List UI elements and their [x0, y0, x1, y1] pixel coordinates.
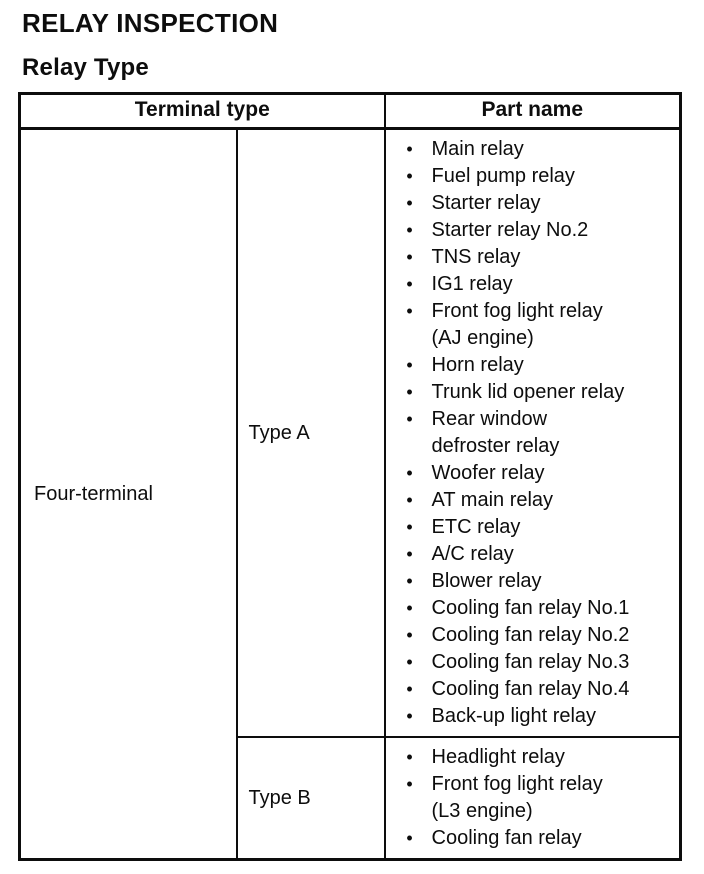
- part-item: • Front fog light relay (L3 engine): [386, 771, 678, 825]
- part-item: • Back-up light relay: [386, 703, 678, 730]
- bullet-icon: •: [406, 774, 413, 794]
- bullet-icon: •: [406, 463, 413, 483]
- part-item: • Cooling fan relay No.2: [386, 622, 678, 649]
- terminal-type-cell: Four-terminal: [18, 127, 238, 861]
- page-title: RELAY INSPECTION: [22, 8, 279, 38]
- part-name-text: IG1 relay: [431, 273, 513, 295]
- col-header-terminal-type: Terminal type: [18, 92, 386, 130]
- part-name-text: Cooling fan relay No.2: [431, 624, 630, 646]
- table-row-type-a: Four-terminal Type A • Main relay • Fuel pu…: [18, 127, 682, 861]
- part-name-text: Cooling fan relay No.3: [431, 651, 630, 673]
- bullet-icon: •: [406, 652, 413, 672]
- part-name-text: Front fog light relay (AJ engine): [431, 300, 603, 349]
- bullet-icon: •: [406, 355, 413, 375]
- part-item: • Front fog light relay (AJ engine): [386, 298, 678, 352]
- part-item: • Cooling fan relay: [386, 825, 678, 852]
- bullet-icon: •: [406, 571, 413, 591]
- part-item: • Cooling fan relay No.4: [386, 676, 678, 703]
- part-item: • AT main relay: [386, 487, 678, 514]
- bullet-icon: •: [406, 220, 413, 240]
- type-b-parts-list: • Headlight relay • Front fog light relay (…: [386, 744, 678, 852]
- type-a-cell: Type A: [235, 127, 386, 738]
- type-b-parts-cell: • Headlight relay • Front fog light relay (…: [383, 736, 682, 861]
- bullet-icon: •: [406, 139, 413, 159]
- part-name-text: Main relay: [431, 138, 524, 160]
- part-name-text: Back-up light relay: [431, 705, 597, 727]
- part-item: • Main relay: [386, 136, 678, 163]
- part-item: • Starter relay No.2: [386, 217, 678, 244]
- bullet-icon: •: [406, 274, 413, 294]
- part-item: • Woofer relay: [386, 460, 678, 487]
- part-name-text: Blower relay: [431, 570, 542, 592]
- bullet-icon: •: [406, 247, 413, 267]
- bullet-icon: •: [406, 679, 413, 699]
- part-name-text: Front fog light relay (L3 engine): [431, 773, 603, 822]
- part-item: • Headlight relay: [386, 744, 678, 771]
- bullet-icon: •: [406, 301, 413, 321]
- part-item: • A/C relay: [386, 541, 678, 568]
- relay-type-table: Terminal type Part name Four-terminal Ty…: [18, 92, 683, 861]
- part-name-text: Cooling fan relay: [431, 827, 582, 849]
- part-name-text: Fuel pump relay: [431, 165, 575, 187]
- part-name-text: Starter relay: [431, 192, 541, 214]
- part-item: • Cooling fan relay No.1: [386, 595, 678, 622]
- bullet-icon: •: [406, 706, 413, 726]
- bullet-icon: •: [406, 409, 413, 429]
- part-name-text: Headlight relay: [431, 746, 565, 768]
- part-name-text: Horn relay: [431, 354, 524, 376]
- document-page: RELAY INSPECTION Relay Type Terminal typ…: [0, 8, 704, 874]
- table-row-type-b: Type B • Headlight relay • Front fog light …: [20, 736, 682, 861]
- part-name-text: Starter relay No.2: [431, 219, 589, 241]
- bullet-icon: •: [406, 193, 413, 213]
- part-name-text: Cooling fan relay No.4: [431, 678, 630, 700]
- part-item: • ETC relay: [386, 514, 678, 541]
- bullet-icon: •: [406, 544, 413, 564]
- bullet-icon: •: [406, 382, 413, 402]
- part-item: • Horn relay: [386, 352, 678, 379]
- part-name-text: AT main relay: [431, 489, 554, 511]
- part-name-text: Cooling fan relay No.1: [431, 597, 630, 619]
- part-item: • IG1 relay: [386, 271, 678, 298]
- part-name-text: A/C relay: [431, 543, 514, 565]
- part-name-text: Rear window defroster relay: [431, 408, 560, 457]
- part-item: • Trunk lid opener relay: [386, 379, 678, 406]
- part-name-text: Trunk lid opener relay: [431, 381, 625, 403]
- part-item: • Starter relay: [386, 190, 678, 217]
- part-name-text: ETC relay: [431, 516, 521, 538]
- part-item: • Fuel pump relay: [386, 163, 678, 190]
- bullet-icon: •: [406, 490, 413, 510]
- part-item: • Cooling fan relay No.3: [386, 649, 678, 676]
- bullet-icon: •: [406, 828, 413, 848]
- bullet-icon: •: [406, 747, 413, 767]
- part-item: • TNS relay: [386, 244, 678, 271]
- bullet-icon: •: [406, 166, 413, 186]
- part-name-text: TNS relay: [431, 246, 521, 268]
- section-title: Relay Type: [22, 54, 149, 81]
- bullet-icon: •: [406, 625, 413, 645]
- table-header-row: Terminal type Part name: [18, 92, 682, 130]
- bullet-icon: •: [406, 598, 413, 618]
- bullet-icon: •: [406, 517, 413, 537]
- part-item: • Rear window defroster relay: [386, 406, 678, 460]
- type-b-cell: Type B: [235, 736, 386, 861]
- part-item: • Blower relay: [386, 568, 678, 595]
- part-name-text: Woofer relay: [431, 462, 545, 484]
- type-a-parts-list: • Main relay • Fuel pump relay • Starter rela…: [386, 136, 678, 730]
- type-a-parts-cell: • Main relay • Fuel pump relay • Starter rela…: [383, 127, 682, 738]
- col-header-part-name: Part name: [383, 92, 682, 130]
